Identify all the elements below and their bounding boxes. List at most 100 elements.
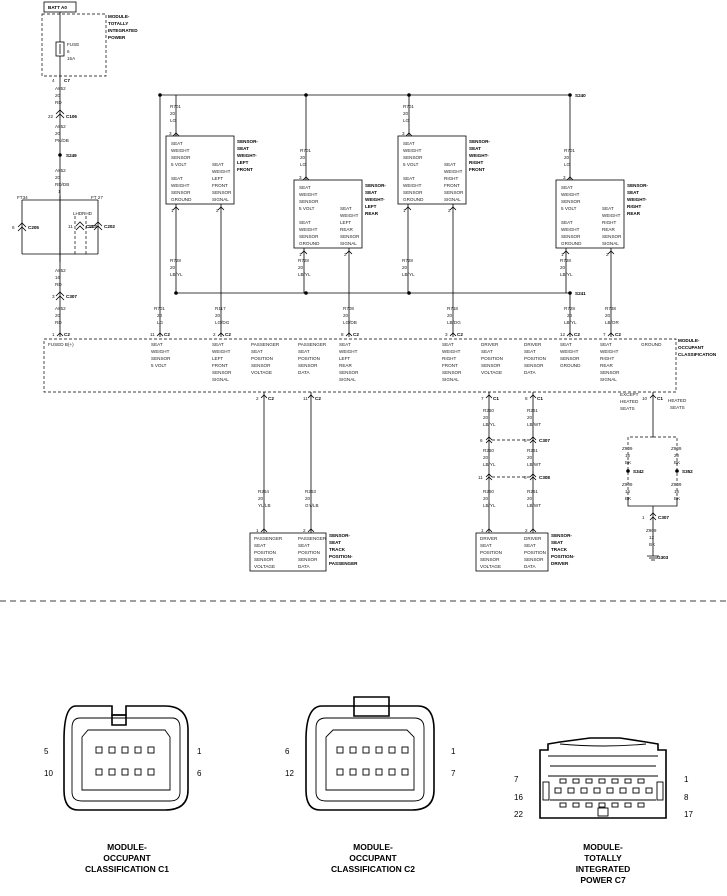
sensor-box xyxy=(397,135,467,205)
module-pin-function: 5 VOLT xyxy=(151,363,167,368)
g303-label: G303 xyxy=(657,555,669,560)
ground-circuit: 10 C1 EXCEPT HEATED SEATS HEATED SEATS Z… xyxy=(620,392,693,561)
sensor-pin-function: FRONT xyxy=(212,183,228,188)
pin-label: 1 xyxy=(171,208,174,213)
sensor-label: DRIVER xyxy=(551,561,569,566)
sensor-pin-function: SENSOR xyxy=(444,190,464,195)
wire-label: 20 xyxy=(55,313,61,318)
c7-pin-label: 17 xyxy=(684,810,693,819)
wire-label: 20 xyxy=(343,313,349,318)
sensor-pin-function: SEAT xyxy=(171,141,183,146)
wire-label: R117 xyxy=(215,306,226,311)
wire-label: LG xyxy=(157,320,164,325)
c7-cavity xyxy=(624,802,632,808)
sensor-label: SENSOR- xyxy=(469,139,490,144)
module-pin-function: REAR xyxy=(600,363,613,368)
wire-label: RD/DB xyxy=(55,182,69,187)
c1-cavity xyxy=(121,746,129,754)
wire-label: R718 xyxy=(447,306,458,311)
module-pin-function: FRONT xyxy=(442,363,458,368)
s249-splice xyxy=(58,153,62,157)
occupant-module-title-1: MODULE- xyxy=(678,338,700,343)
sensor-pin-function: 5 VOLT xyxy=(299,206,315,211)
occupant-module: MODULE- OCCUPANT CLASSIFICATION FUSED B(… xyxy=(43,338,717,393)
wire-label: 20 xyxy=(447,313,453,318)
module-pin-function: WEIGHT xyxy=(600,349,619,354)
c2-cavity xyxy=(362,768,370,776)
c7-caption: INTEGRATED xyxy=(576,864,631,874)
module-pin-function: REAR xyxy=(339,363,352,368)
module-pin-function: SEAT xyxy=(339,342,351,347)
c1-cavity xyxy=(147,768,155,776)
s342-label: S342 xyxy=(633,469,644,474)
c2-label: C2 xyxy=(64,332,70,337)
c2-cavity xyxy=(362,746,370,754)
c7-cavity xyxy=(645,787,653,794)
c2-label: C2 xyxy=(353,332,359,337)
sensor-label: WEIGHT- xyxy=(469,153,489,158)
module-pin-function: WEIGHT xyxy=(151,349,170,354)
except-heated-label: EXCEPT xyxy=(620,392,639,397)
module-pin-function: SIGNAL xyxy=(600,377,617,382)
sensor-pin-function: GROUND xyxy=(171,197,192,202)
wire-label: Z909 xyxy=(622,446,633,451)
c2-label: C2 xyxy=(615,332,621,337)
c7-cavity xyxy=(567,787,575,794)
s342-splice xyxy=(626,469,630,473)
c7-caption: TOTALLY xyxy=(584,853,622,863)
pin-label: 1 xyxy=(403,208,406,213)
sensor-pin-function: DATA xyxy=(524,564,537,569)
wire-label: 20 xyxy=(55,175,61,180)
wire-label: 20 xyxy=(527,455,533,460)
pin-label: 3 xyxy=(445,332,448,337)
module-pin-function: LEFT xyxy=(212,356,223,361)
sensor-pin-function: SENSOR xyxy=(480,557,500,562)
module-pin-function: SENSOR xyxy=(151,356,171,361)
sensor-pin-function: POSITION xyxy=(480,550,502,555)
wire-label: LG xyxy=(564,162,571,167)
c1-pin-label: 5 xyxy=(44,747,49,756)
c308-connector-symbol xyxy=(485,473,537,481)
sensor-label: TRACK xyxy=(329,547,346,552)
wire-label: 20 xyxy=(55,93,61,98)
pin-label: 5 xyxy=(524,438,527,443)
wire-label: 20 xyxy=(403,111,409,116)
sensor-pin-function: SENSOR xyxy=(403,155,423,160)
wire-label: LB/YL xyxy=(560,272,573,277)
sensor-label: RIGHT xyxy=(469,160,483,165)
wire-label: Z909 xyxy=(671,482,682,487)
sensor-label: SEAT xyxy=(237,146,249,151)
sensor-pin-function: DATA xyxy=(298,564,311,569)
s352-splice xyxy=(675,469,679,473)
wire-label: 20 xyxy=(483,496,489,501)
sensor-pin-function: VOLTAGE xyxy=(254,564,275,569)
module-pin-function: FRONT xyxy=(212,363,228,368)
wire-label: LG xyxy=(403,118,410,123)
wire-label: A852 xyxy=(55,306,66,311)
module-pin-function: DRIVER xyxy=(481,342,499,347)
connector-c1: 5 1 10 6 MODULE- OCCUPANT CLASSIFICATION… xyxy=(44,705,202,874)
wire-label: R261 xyxy=(527,489,538,494)
sensor-pin-function: SEAT xyxy=(299,220,311,225)
c2-cavity xyxy=(336,746,344,754)
pin-label: 2 xyxy=(216,208,219,213)
wire-label: LG xyxy=(170,118,177,123)
sensor-pin-function: POSITION xyxy=(254,550,276,555)
sensor-pin-function: SEAT xyxy=(254,543,266,548)
c7-cavity xyxy=(606,787,614,794)
c2-cavity xyxy=(388,768,396,776)
module-pin-function: POSITION xyxy=(481,356,503,361)
sensor-pin-function: RIGHT xyxy=(444,176,458,181)
sensor-pin-function: SIGNAL xyxy=(212,197,229,202)
sensor-label: TRACK xyxy=(551,547,568,552)
c1-cavity xyxy=(95,768,103,776)
wire-label: LB/YL xyxy=(483,462,496,467)
sensor-label: REAR xyxy=(627,211,641,216)
c203-label: C203 xyxy=(86,224,97,229)
module-pin-function: LEFT xyxy=(339,356,350,361)
wire-label: LG/DB xyxy=(343,320,357,325)
c307-connector-symbol xyxy=(649,512,657,521)
wire-label: 16 xyxy=(55,275,61,280)
